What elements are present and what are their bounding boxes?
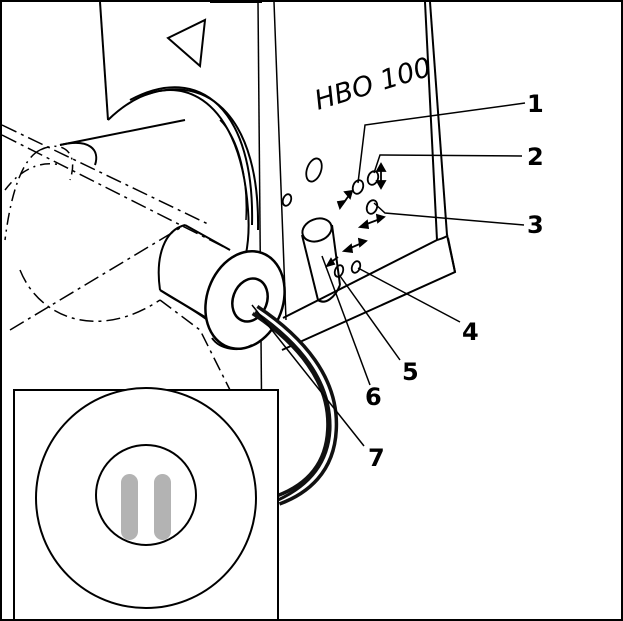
adjustment-knob — [301, 217, 341, 303]
callout-3: 3 — [527, 211, 544, 239]
callout-7: 7 — [368, 444, 385, 472]
adjustment-screws — [281, 157, 380, 278]
callout-6: 6 — [365, 383, 382, 411]
callout-5: 5 — [402, 358, 419, 386]
housing-body — [99, 1, 457, 451]
socket-ring — [204, 250, 286, 351]
inset-detail — [13, 387, 279, 621]
inset-ring-inner — [95, 444, 197, 546]
mounting-flange — [107, 86, 260, 311]
callout-4: 4 — [462, 318, 479, 346]
callout-1: 1 — [527, 90, 544, 118]
lamp-electrode-right — [154, 474, 171, 540]
lamp-cylinder — [1, 119, 231, 391]
callout-2: 2 — [527, 143, 544, 171]
power-cable-highlight — [253, 307, 335, 503]
lamp-electrode-left — [121, 474, 138, 540]
adjustment-arrows-icon — [325, 162, 387, 268]
warning-triangle-icon — [166, 18, 207, 69]
